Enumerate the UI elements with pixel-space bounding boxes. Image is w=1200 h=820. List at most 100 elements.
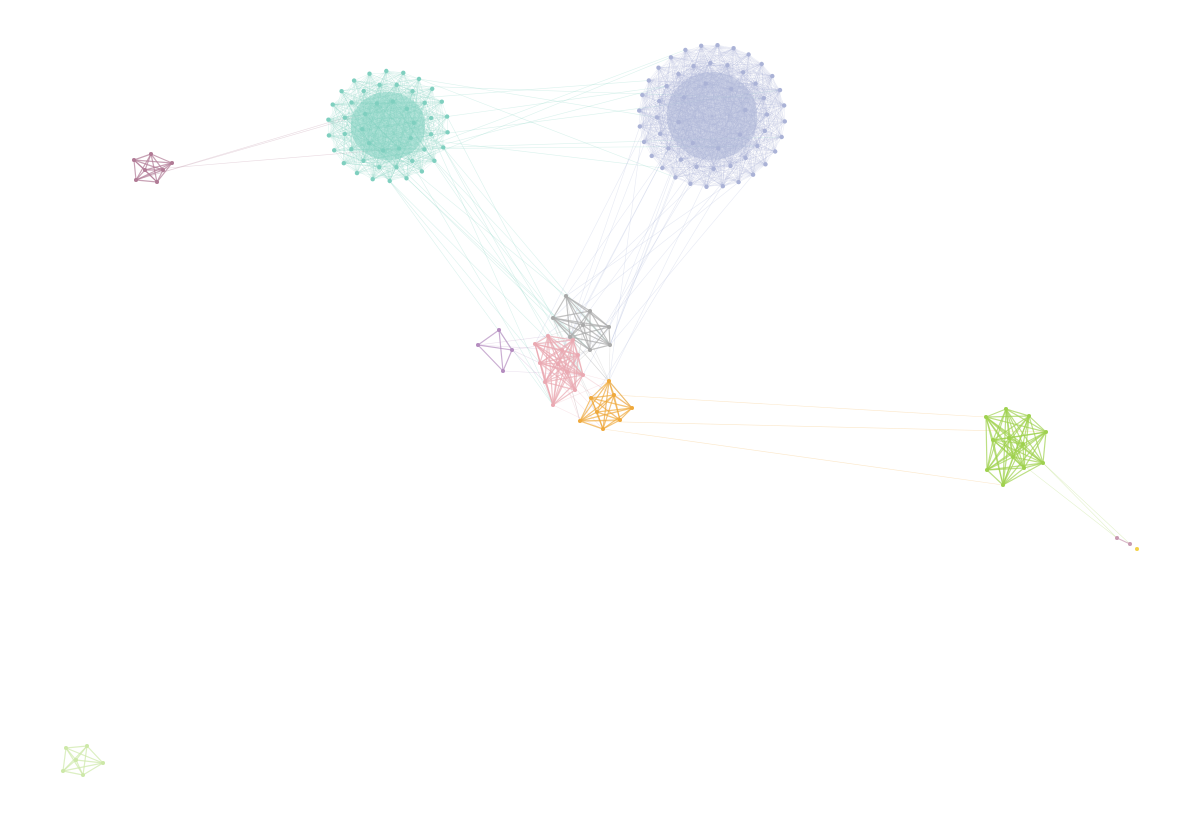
graph-node (637, 108, 642, 113)
cluster-edge (75, 759, 104, 764)
cluster-edge (590, 394, 615, 399)
cluster-edge (642, 65, 728, 96)
cluster-edge (651, 155, 714, 170)
cluster-edge (738, 105, 785, 183)
bridge-edge (410, 137, 663, 169)
graph-node (568, 335, 572, 339)
graph-node (384, 68, 389, 74)
cluster-edge (659, 101, 676, 178)
cluster-edge (992, 439, 1014, 458)
bridge-edge (569, 148, 669, 338)
graph-node (546, 334, 550, 338)
cluster-edge (334, 117, 346, 151)
cluster-edge (763, 98, 776, 152)
cluster-edge (144, 162, 173, 171)
cluster-edge (412, 160, 423, 172)
bridge-edge (565, 151, 776, 297)
cluster-edge (1002, 437, 1010, 486)
cluster-edge (670, 57, 781, 91)
cluster-edge (424, 102, 448, 117)
cluster-edge (639, 48, 734, 111)
cluster-edge (547, 335, 574, 341)
cluster-edge (710, 48, 734, 64)
cluster-edge (680, 159, 691, 184)
graph-node (573, 388, 577, 392)
cluster-edge (643, 49, 686, 142)
cluster-edge (722, 105, 785, 187)
cluster-edge (328, 80, 355, 120)
cluster-edge (764, 90, 781, 131)
cluster-edge (406, 134, 432, 179)
graph-node (361, 88, 366, 94)
graph-node (612, 393, 616, 397)
cluster-edge (659, 73, 679, 102)
cluster-edge (539, 335, 549, 364)
graph-node (155, 180, 159, 184)
graph-node (551, 316, 555, 320)
cluster-edge (602, 380, 610, 430)
cluster-edge (722, 164, 766, 187)
cluster-edge (328, 135, 358, 174)
cluster-edge (1012, 456, 1044, 464)
cluster-edge (1008, 437, 1024, 445)
cluster-edge (639, 110, 663, 169)
cluster-edge (752, 98, 764, 175)
cluster-edge (332, 102, 352, 105)
cluster-edge (341, 84, 380, 92)
cluster-edge (1022, 415, 1030, 445)
bridge-edge (579, 89, 781, 422)
cluster-edge (386, 70, 433, 89)
cluster-edge (763, 98, 785, 106)
cluster-edge (579, 411, 598, 422)
cluster-edge (696, 166, 723, 187)
cluster-edge (396, 84, 432, 119)
cluster-edge (421, 160, 435, 172)
cluster-edge (696, 136, 782, 167)
bridge-edge (566, 130, 766, 373)
cluster-edge (701, 45, 785, 122)
cluster-edge (696, 166, 714, 170)
cluster-edge (662, 167, 754, 175)
cluster-edge (755, 83, 765, 131)
cluster-edge (742, 72, 764, 99)
cluster-edge (656, 57, 672, 118)
cluster-edge (658, 62, 711, 68)
cluster-edge (561, 349, 576, 391)
cluster-edge (356, 149, 425, 174)
cluster-edge (660, 133, 707, 187)
cluster-edge (690, 165, 731, 184)
cluster-edge (658, 67, 744, 73)
cluster-edge (75, 745, 88, 761)
cluster-edge (656, 117, 676, 178)
cluster-edge (651, 155, 739, 183)
cluster-edge (642, 94, 660, 102)
cluster-edge (386, 70, 420, 80)
graph-node (551, 403, 555, 407)
cluster-edge (642, 80, 649, 96)
cluster-edge (761, 63, 764, 99)
graph-node (699, 43, 704, 48)
cluster-edge (379, 72, 404, 85)
cluster-edge (659, 45, 718, 102)
graph-node (704, 184, 709, 189)
graph-node (410, 89, 415, 94)
bridge-edge (418, 78, 658, 118)
cluster-edge (752, 76, 773, 175)
cluster-edge (552, 317, 611, 346)
cluster-edge (639, 110, 676, 178)
cluster-edge (334, 149, 352, 151)
cluster-edge (539, 362, 546, 383)
cluster-edge (696, 166, 739, 183)
bridge-edge (557, 126, 641, 365)
graph-node (746, 52, 751, 57)
bridge-edge (418, 78, 676, 178)
cluster-edge (406, 116, 448, 179)
cluster-edge (351, 90, 364, 103)
bridge-edge (372, 57, 672, 180)
cluster-edge (565, 295, 571, 338)
cluster-edge (642, 65, 694, 96)
cluster-edge (446, 116, 448, 133)
cluster-edge (133, 153, 152, 161)
cluster-edge (757, 90, 781, 146)
cluster-edge (354, 80, 413, 92)
